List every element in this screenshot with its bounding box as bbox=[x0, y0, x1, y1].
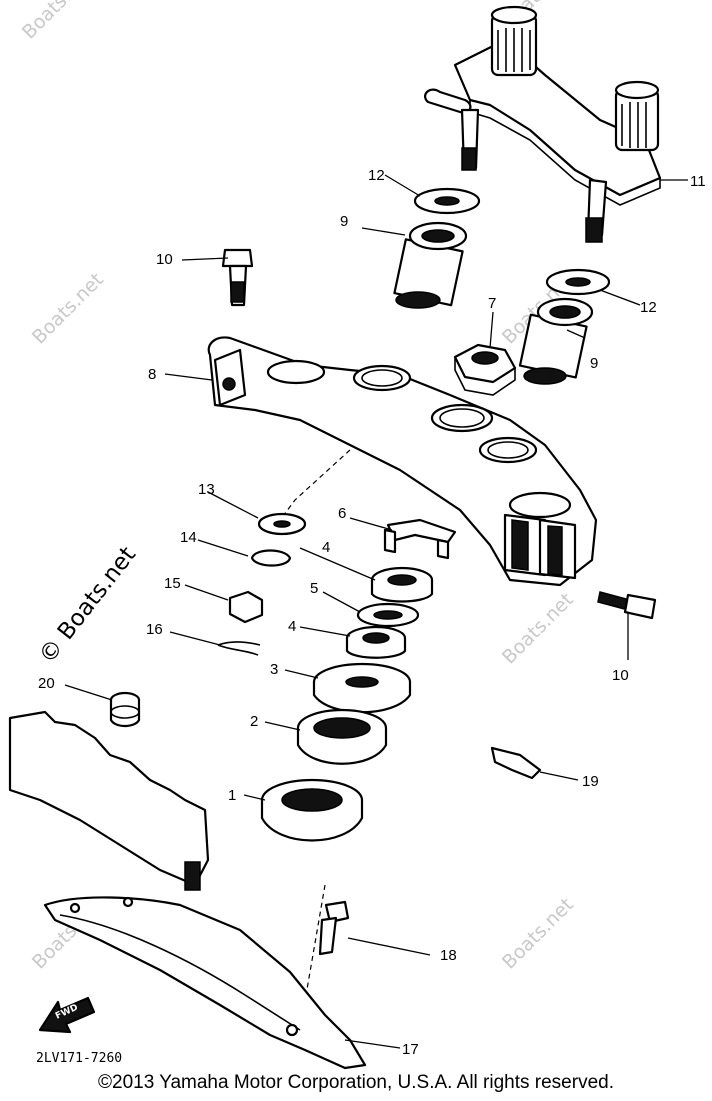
callout-4: 4 bbox=[288, 618, 296, 635]
callout-6: 6 bbox=[338, 505, 346, 522]
callout-18: 18 bbox=[440, 947, 457, 964]
callout-9: 9 bbox=[590, 355, 598, 372]
callout-19: 19 bbox=[582, 773, 599, 790]
ring-nut-4-lower bbox=[345, 625, 407, 659]
drawing-code: 2LV171-7260 bbox=[36, 1051, 122, 1066]
callout-11: 11 bbox=[690, 173, 706, 190]
callout-10: 10 bbox=[612, 667, 629, 684]
bearing-1 bbox=[260, 778, 364, 842]
upper-bracket bbox=[424, 5, 662, 243]
lock-washer-14 bbox=[250, 549, 292, 567]
bearing-2 bbox=[296, 708, 388, 765]
dust-seal-3 bbox=[312, 662, 412, 714]
bolt-10-side bbox=[597, 591, 657, 620]
watermark: Boats.net bbox=[498, 589, 578, 669]
watermark: Boats.net bbox=[28, 269, 108, 349]
callout-8: 8 bbox=[148, 366, 156, 383]
watermark: Boats.net bbox=[498, 894, 578, 974]
lower-cover-17 bbox=[43, 896, 367, 1070]
watermark: Boats.net bbox=[18, 0, 98, 44]
watermark-main: © Boats.net bbox=[34, 542, 141, 669]
callout-1: 1 bbox=[228, 787, 236, 804]
bushing-9-left bbox=[393, 221, 468, 309]
left-bracket-plate bbox=[8, 710, 210, 891]
callout-17: 17 bbox=[402, 1041, 419, 1058]
callout-12: 12 bbox=[640, 299, 657, 316]
nut-7 bbox=[453, 343, 517, 396]
callout-20: 20 bbox=[38, 675, 55, 692]
bushing-9-right bbox=[518, 297, 594, 385]
assembly-axis-line-lower bbox=[299, 884, 326, 1031]
callout-9: 9 bbox=[340, 213, 348, 230]
callout-7: 7 bbox=[488, 295, 496, 312]
callout-5: 5 bbox=[310, 580, 318, 597]
callout-16: 16 bbox=[146, 621, 163, 638]
leader-lines bbox=[64, 174, 688, 1049]
part-callouts: 1 2 3 4 4 5 6 7 8 9 9 10 10 11 12 12 13 … bbox=[38, 167, 706, 1058]
cotter-pin-16 bbox=[217, 641, 261, 656]
clip-19 bbox=[490, 746, 542, 780]
bolt-10-upper bbox=[221, 248, 254, 307]
callout-3: 3 bbox=[270, 661, 278, 678]
grommet-20 bbox=[109, 691, 141, 728]
forward-arrow-icon: FWD bbox=[38, 996, 96, 1034]
lock-washer-6 bbox=[383, 518, 457, 560]
callout-4: 4 bbox=[322, 539, 330, 556]
callout-12: 12 bbox=[368, 167, 385, 184]
ring-nut-4-upper bbox=[370, 566, 434, 603]
callout-15: 15 bbox=[164, 575, 181, 592]
callout-13: 13 bbox=[198, 481, 215, 498]
bolt-18 bbox=[318, 900, 350, 956]
nut-15 bbox=[228, 590, 264, 624]
copyright-notice: ©2013 Yamaha Motor Corporation, U.S.A. A… bbox=[98, 1072, 614, 1093]
callout-10: 10 bbox=[156, 251, 173, 268]
triple-clamp bbox=[207, 336, 598, 587]
callout-14: 14 bbox=[180, 529, 197, 546]
callout-2: 2 bbox=[250, 713, 258, 730]
